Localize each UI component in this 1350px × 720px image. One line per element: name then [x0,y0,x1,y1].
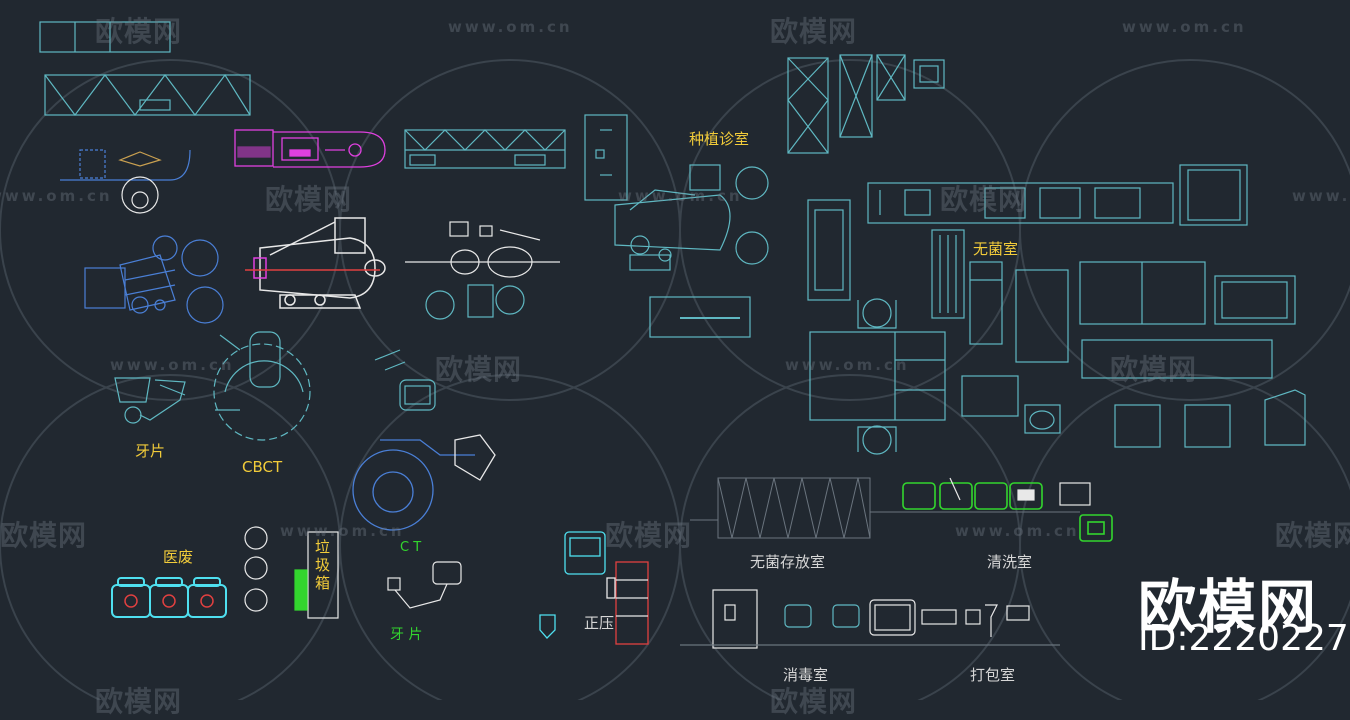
watermark-logo: 欧模网 [770,685,858,718]
brand-id: ID:2220227 [1138,618,1349,659]
sterile-storage-shelves [690,477,1080,539]
medical-waste-bins [111,577,227,618]
implant-cabinet [584,114,628,201]
sterile-cabinets-top [787,54,945,154]
brand-logo-text: 欧模网 [1138,573,1319,641]
cad-drawing-canvas: 欧模网 欧模网 欧模网 欧模网 欧模网 欧模网 欧模网 欧模网 欧模网 欧模网 … [0,15,1350,718]
watermark-logo: 欧模网 [95,685,183,718]
watermark-logo: 欧模网 [1110,353,1198,386]
cabinet-row-top [39,21,251,116]
sterile-counter [867,164,1248,226]
cleaning-room-sinks [902,482,1113,542]
round-icon-column [244,526,268,612]
label-sterile-room: 无菌室 [973,240,1019,258]
watermark-logo: 欧模网 [605,519,693,552]
watermark-url: www.om.cn [955,522,1080,540]
magenta-cabinet [234,129,386,168]
ct-machine [352,434,496,531]
dental-chair-blue-1 [60,149,191,214]
watermark-url: www.om.cn [785,356,910,374]
label-dental-film: 牙片 [135,442,166,460]
label-packing-room: 打包室 [970,666,1016,684]
cad-linework [0,21,1350,700]
label-trash-bin: 垃 圾 箱 [315,538,331,592]
sink-cabinet-top [404,129,566,169]
packing-table [809,298,1306,455]
watermark-circles [0,59,1350,700]
watermark-url: www.om.cn [1122,18,1247,36]
cbct-machine [213,331,311,441]
label-disinfection-room: 消毒室 [783,666,829,684]
watermark-url: www.om.cn [280,522,405,540]
watermark-logo: 欧模网 [0,519,88,552]
watermark-url: www.om.cn [110,356,235,374]
label-cleaning-room: 清洗室 [987,553,1033,571]
watermark-url: www.om.cn [448,18,573,36]
label-sterile-storage: 无菌存放室 [750,553,826,571]
watermark-url: www.om.cn [618,187,743,205]
dental-unit-blue [84,235,224,324]
watermark-logo: 欧模网 [265,183,353,216]
dental-chair-white [245,217,386,309]
watermark-logo: 欧模网 [940,183,1028,216]
dental-unit-center [405,221,560,320]
watermark-logo: 欧模网 [95,15,183,48]
label-medical-waste: 医废 [163,548,194,566]
watermark-logo: 欧模网 [1275,519,1350,552]
label-ct: C T [400,540,422,555]
sterile-room-left [807,199,1296,363]
dental-film-unit [114,377,186,424]
watermark-logo: 欧模网 [770,15,858,48]
label-cbct: CBCT [242,458,283,476]
watermark-url: www.om.cn [0,187,113,205]
dental-film-unit-2 [387,561,462,609]
watermark-logo: 欧模网 [435,353,523,386]
label-dental-film-2: 牙 片 [390,627,423,643]
cleaning-room-misc [949,477,1091,506]
small-chair-center [374,349,436,411]
implant-dental-chair [614,164,769,338]
label-implant-room: 种植诊室 [689,130,750,148]
trash-bin-shape [294,531,339,619]
disinfection-equipment [680,589,1060,649]
watermark-url: www.om.cn [1292,187,1350,205]
positive-pressure-unit [539,531,649,645]
label-positive-pressure: 正压 [584,614,615,632]
